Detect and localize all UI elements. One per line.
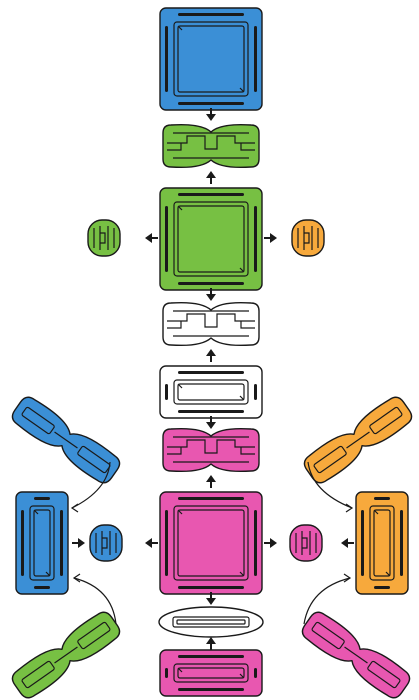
arrow-right-pink — [264, 538, 277, 548]
arrow-up-3 — [206, 475, 216, 488]
connector-green-round — [87, 219, 121, 257]
diagonal-pink-piece — [301, 611, 411, 699]
curved-arrow-orange-diag — [307, 461, 354, 513]
tile-pink-square — [159, 491, 263, 595]
arrow-up-4 — [206, 637, 216, 650]
tile-white-rect — [159, 365, 263, 419]
connector-orange-round — [291, 219, 325, 257]
connector-pink-round — [289, 524, 323, 562]
arrow-down-1 — [206, 108, 216, 121]
connector-green-h — [162, 123, 260, 169]
diagonal-orange-piece — [303, 396, 413, 484]
arrow-right-blue — [72, 538, 85, 548]
connector-pink-h — [162, 427, 260, 473]
arrow-up-1 — [206, 171, 216, 184]
arrow-left-pink — [145, 538, 158, 548]
curved-arrow-green-diag — [72, 573, 117, 625]
tile-blue-tall — [15, 491, 69, 595]
connector-white-slim — [158, 606, 264, 638]
arrow-left-green — [145, 233, 158, 243]
curved-arrow-blue-diag — [70, 461, 111, 513]
diagonal-blue-piece — [11, 396, 121, 484]
arrow-right-green — [264, 233, 277, 243]
curved-arrow-pink-diag — [303, 573, 352, 625]
arrow-left-orange — [341, 538, 354, 548]
arrow-up-2 — [206, 349, 216, 362]
tile-blue-square — [159, 7, 263, 111]
connector-blue-round — [89, 524, 123, 562]
arrow-down-4 — [206, 592, 216, 605]
diagonal-green-piece — [11, 611, 121, 699]
tile-green-square — [159, 187, 263, 291]
tile-pink-rect — [159, 649, 263, 697]
connector-white-h — [162, 301, 260, 347]
arrow-down-2 — [206, 288, 216, 301]
tile-orange-tall — [355, 491, 409, 595]
arrow-down-3 — [206, 416, 216, 429]
